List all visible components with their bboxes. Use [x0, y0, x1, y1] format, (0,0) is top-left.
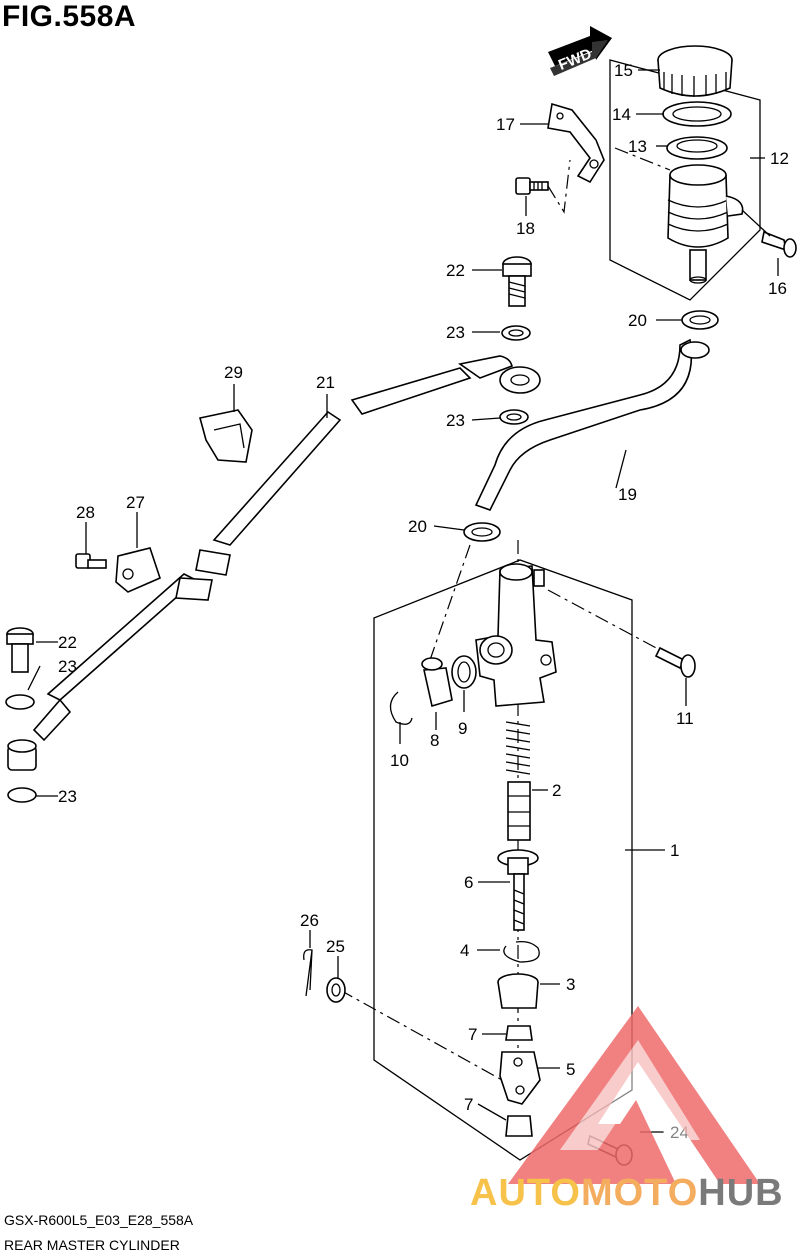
- callout-12: 12: [770, 149, 789, 168]
- watermark-part-moto: MOTO: [580, 1172, 699, 1214]
- callout-8: 8: [430, 731, 439, 750]
- reservoir-cap: [657, 45, 733, 97]
- cotter-pin-26: [303, 949, 313, 997]
- boot-3: [497, 973, 539, 1009]
- circlip-4: [503, 940, 540, 963]
- clamp-20-upper: [681, 310, 719, 330]
- callout-9: 9: [458, 719, 467, 738]
- screw-16: [761, 230, 797, 258]
- callout-29: 29: [224, 363, 243, 382]
- washer-23-d: [7, 787, 37, 803]
- callout-22-lower: 22: [58, 633, 77, 652]
- callout-1: 1: [670, 841, 679, 860]
- callout-18: 18: [516, 219, 535, 238]
- callout-20-upper: 20: [628, 311, 647, 330]
- callout-22-upper: 22: [446, 261, 465, 280]
- callout-21: 21: [316, 373, 335, 392]
- watermark-text: AUTOMOTOHUB: [470, 1172, 784, 1215]
- watermark-part-auto: AUTO: [470, 1172, 581, 1214]
- watermark-part-hub: HUB: [698, 1172, 784, 1214]
- callout-23-c: 23: [58, 657, 77, 676]
- clevis-5: [499, 1051, 541, 1105]
- hose-19: [474, 338, 710, 511]
- o-ring-9: [451, 655, 477, 689]
- bolt-28: [75, 553, 107, 569]
- callout-23-b: 23: [446, 411, 465, 430]
- callout-16: 16: [768, 279, 787, 298]
- callout-4: 4: [460, 941, 469, 960]
- callout-25: 25: [326, 937, 345, 956]
- callout-23-a: 23: [446, 323, 465, 342]
- clamp-27: [115, 547, 161, 593]
- callout-27: 27: [126, 493, 145, 512]
- banjo-fitting: [7, 739, 37, 771]
- nut-7-upper: [505, 1025, 533, 1041]
- washer-23-a: [501, 325, 531, 341]
- nut-7-lower: [505, 1115, 533, 1137]
- diaphragm-plate: [662, 101, 732, 127]
- screw-11: [654, 646, 696, 678]
- leader-lines: [27, 69, 779, 1133]
- bracket-17: [547, 102, 605, 184]
- master-cylinder-body: [475, 563, 557, 707]
- section-name: REAR MASTER CYLINDER: [4, 1237, 180, 1253]
- model-code: GSX-R600L5_E03_E28_558A: [4, 1212, 194, 1228]
- callout-19: 19: [618, 485, 637, 504]
- washer-23-b: [499, 409, 529, 425]
- callout-11: 11: [676, 709, 694, 728]
- callout-7-lower: 7: [464, 1095, 473, 1114]
- union-bolt-22-lower: [6, 627, 34, 673]
- figure-title: FIG.558A: [2, 0, 137, 33]
- callout-7-upper: 7: [468, 1025, 477, 1044]
- clip-29: [199, 409, 253, 463]
- clamp-20-lower: [463, 522, 501, 542]
- hose-joint-8: [421, 657, 453, 708]
- bolt-18: [515, 177, 549, 195]
- callout-26: 26: [300, 911, 319, 930]
- washer-23-c: [5, 694, 35, 710]
- union-bolt-22-upper: [502, 256, 532, 307]
- callout-3: 3: [566, 975, 575, 994]
- callout-20-lower: 20: [408, 517, 427, 536]
- washer-25: [326, 977, 346, 1003]
- callout-28: 28: [76, 503, 95, 522]
- callout-13: 13: [628, 137, 647, 156]
- circlip-10: [389, 691, 413, 725]
- callout-10: 10: [390, 751, 409, 770]
- brake-hose-21: [32, 355, 541, 742]
- callout-2: 2: [552, 781, 561, 800]
- pushrod-6: [497, 849, 539, 931]
- reservoir-body: [667, 164, 744, 284]
- callout-14: 14: [612, 105, 631, 124]
- callout-15: 15: [614, 61, 633, 80]
- callout-5: 5: [566, 1060, 575, 1079]
- callout-23-d: 23: [58, 787, 77, 806]
- fwd-arrow-icon: FWD: [548, 26, 612, 76]
- diaphragm: [666, 136, 728, 160]
- callout-17: 17: [496, 115, 515, 134]
- reservoir-group-box: [609, 59, 761, 301]
- spring-piston-2: [505, 721, 531, 841]
- callout-labels: 1 2 3 4 5 6 7 7 8 9 10 11 12 13 14 15 16…: [58, 61, 789, 1142]
- watermark-logo-icon: [508, 1006, 760, 1184]
- callout-6: 6: [464, 873, 473, 892]
